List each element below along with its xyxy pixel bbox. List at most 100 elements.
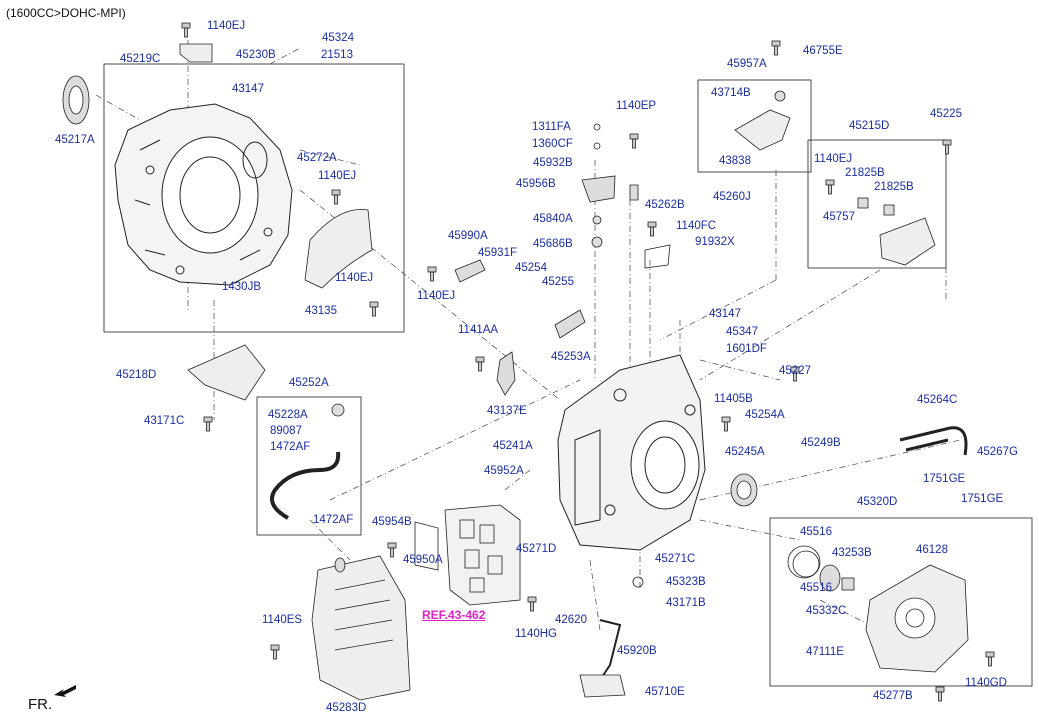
part-label-43147[interactable]: 43147 (709, 308, 741, 320)
part-label-45262b[interactable]: 45262B (645, 199, 685, 211)
part-label-1360cf[interactable]: 1360CF (532, 138, 573, 150)
part-label-43171c[interactable]: 43171C (144, 415, 185, 427)
fitting-45228A (331, 403, 345, 417)
part-label-45952a[interactable]: 45952A (484, 465, 524, 477)
part-label-45267g[interactable]: 45267G (977, 446, 1018, 458)
part-label-45225[interactable]: 45225 (930, 108, 962, 120)
bracket-45957A (734, 109, 791, 151)
part-label-45253a[interactable]: 45253A (551, 351, 591, 363)
part-label-1140ej[interactable]: 1140EJ (335, 272, 374, 284)
part-label-1140ej[interactable]: 1140EJ (814, 153, 853, 165)
part-label-45757[interactable]: 45757 (823, 211, 855, 223)
part-label-11405b[interactable]: 11405B (714, 393, 753, 405)
part-label-45254a[interactable]: 45254A (745, 409, 785, 421)
transaxle-housing (114, 103, 293, 286)
reference-link[interactable]: REF.43-462 (422, 608, 486, 622)
part-label-45228a[interactable]: 45228A (268, 409, 308, 421)
part-label-45323b[interactable]: 45323B (666, 576, 706, 588)
part-label-43135[interactable]: 43135 (305, 305, 337, 317)
part-label-45254[interactable]: 45254 (515, 262, 547, 274)
connector-21825B (857, 197, 869, 209)
part-label-45217a[interactable]: 45217A (55, 134, 95, 146)
oil-seal-45217A (62, 75, 90, 125)
part-label-45252a[interactable]: 45252A (289, 377, 329, 389)
part-label-1751ge[interactable]: 1751GE (961, 493, 1004, 505)
part-label-21825b[interactable]: 21825B (845, 167, 885, 179)
part-label-1472af[interactable]: 1472AF (313, 514, 354, 526)
part-label-45283d[interactable]: 45283D (326, 702, 367, 714)
part-label-89087[interactable]: 89087 (270, 425, 302, 437)
part-label-1140ej[interactable]: 1140EJ (207, 20, 246, 32)
part-label-43147[interactable]: 43147 (232, 83, 264, 95)
part-label-45264c[interactable]: 45264C (917, 394, 958, 406)
part-label-1140fc[interactable]: 1140FC (676, 220, 717, 232)
group-frame-cover (769, 517, 1033, 687)
part-label-1141aa[interactable]: 1141AA (458, 324, 499, 336)
part-label-45215d[interactable]: 45215D (849, 120, 890, 132)
bracket-45710E (579, 674, 626, 698)
part-label-46128[interactable]: 46128 (916, 544, 948, 556)
part-label-21825b[interactable]: 21825B (874, 181, 914, 193)
part-label-1140ep[interactable]: 1140EP (616, 100, 657, 112)
part-label-1311fa[interactable]: 1311FA (532, 121, 571, 133)
group-frame-hose (256, 396, 362, 536)
part-label-43253b[interactable]: 43253B (832, 547, 872, 559)
part-label-45272a[interactable]: 45272A (297, 152, 337, 164)
sensor-45920B (599, 619, 622, 681)
part-label-1601df[interactable]: 1601DF (726, 343, 767, 355)
part-label-45957a[interactable]: 45957A (727, 58, 767, 70)
part-label-45277b[interactable]: 45277B (873, 690, 913, 702)
part-label-45956b[interactable]: 45956B (516, 178, 556, 190)
part-label-1140ej[interactable]: 1140EJ (318, 170, 357, 182)
bolt-icon (331, 189, 341, 205)
part-label-45710e[interactable]: 45710E (645, 686, 685, 698)
part-label-45932b[interactable]: 45932B (533, 157, 573, 169)
part-label-45218d[interactable]: 45218D (116, 369, 157, 381)
part-label-45332c[interactable]: 45332C (806, 605, 847, 617)
part-label-43714b[interactable]: 43714B (711, 87, 751, 99)
part-label-45840a[interactable]: 45840A (533, 213, 573, 225)
part-label-45227[interactable]: 45227 (779, 365, 811, 377)
part-label-45255[interactable]: 45255 (542, 276, 574, 288)
part-label-45271c[interactable]: 45271C (655, 553, 696, 565)
part-label-45990a[interactable]: 45990A (448, 230, 488, 242)
part-label-1472af[interactable]: 1472AF (270, 441, 311, 453)
part-label-43171b[interactable]: 43171B (666, 597, 706, 609)
part-label-45516[interactable]: 45516 (800, 526, 832, 538)
part-label-45347[interactable]: 45347 (726, 326, 758, 338)
part-label-45320d[interactable]: 45320D (857, 496, 898, 508)
part-label-1430jb[interactable]: 1430JB (222, 281, 262, 293)
part-label-1751ge[interactable]: 1751GE (923, 473, 966, 485)
part-label-45516[interactable]: 45516 (800, 582, 832, 594)
part-label-45219c[interactable]: 45219C (120, 53, 161, 65)
part-label-42620[interactable]: 42620 (555, 614, 587, 626)
bolt-icon (527, 596, 537, 612)
part-label-1140es[interactable]: 1140ES (262, 614, 303, 626)
part-label-43838[interactable]: 43838 (719, 155, 751, 167)
part-label-1140hg[interactable]: 1140HG (515, 628, 557, 640)
part-label-45249b[interactable]: 45249B (801, 437, 841, 449)
sensor-45757 (879, 217, 936, 266)
part-label-45230b[interactable]: 45230B (236, 49, 276, 61)
lever-45990A (454, 259, 486, 283)
part-label-1140gd[interactable]: 1140GD (965, 677, 1007, 689)
front-indicator-label: FR. (28, 696, 53, 713)
part-label-45920b[interactable]: 45920B (617, 645, 657, 657)
part-label-47111e[interactable]: 47111E (806, 646, 844, 658)
part-label-45324[interactable]: 45324 (322, 32, 354, 44)
part-label-45931f[interactable]: 45931F (478, 247, 518, 259)
part-label-45950a[interactable]: 45950A (403, 554, 443, 566)
part-label-91932x[interactable]: 91932X (695, 236, 735, 248)
part-label-21513[interactable]: 21513 (321, 49, 353, 61)
part-label-45245a[interactable]: 45245A (725, 446, 765, 458)
part-label-45686b[interactable]: 45686B (533, 238, 573, 250)
part-label-45241a[interactable]: 45241A (493, 440, 533, 452)
bolt-icon (427, 266, 437, 282)
part-label-45260j[interactable]: 45260J (713, 191, 751, 203)
part-label-46755e[interactable]: 46755E (803, 45, 843, 57)
part-label-45954b[interactable]: 45954B (372, 516, 412, 528)
part-label-43137e[interactable]: 43137E (487, 405, 527, 417)
part-label-45271d[interactable]: 45271D (516, 543, 557, 555)
bolt-icon (942, 139, 952, 155)
part-label-1140ej[interactable]: 1140EJ (417, 290, 456, 302)
